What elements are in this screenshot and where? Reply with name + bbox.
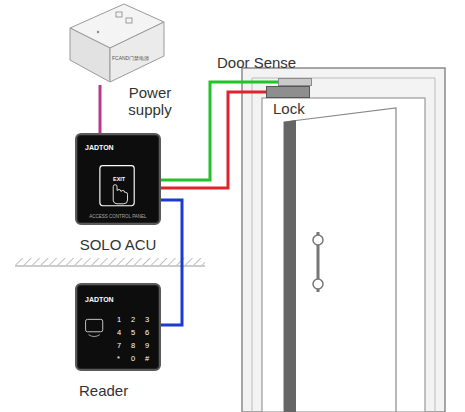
keypad-key: 8: [131, 342, 135, 351]
wire: [161, 92, 266, 188]
access-control-unit: JADTONEXITACCESS CONTROL PANELSOLO ACU: [75, 133, 161, 225]
button-label: EXIT: [113, 176, 125, 182]
door-handle-mount: [313, 235, 323, 245]
keypad-key: 9: [145, 342, 149, 351]
wire: [99, 85, 102, 133]
frame-line: [435, 78, 436, 412]
keypad-key: 1: [117, 316, 121, 325]
part-label: Lock: [273, 100, 305, 117]
card-reader: JADTON123456789*0#Reader: [75, 283, 161, 371]
part-label: SOLO ACU: [71, 236, 165, 253]
keypad-key: 3: [145, 316, 149, 325]
door-panel: [284, 108, 396, 412]
keypad-key: 7: [117, 342, 121, 351]
device-marking: FCAND门禁电源: [112, 56, 149, 62]
door-sensor: Door Sense: [278, 78, 312, 86]
brand-logo: JADTON: [85, 144, 114, 152]
keypad-key: 0: [131, 355, 135, 364]
door-lock: Lock: [266, 86, 310, 98]
keypad-key: 4: [117, 329, 121, 338]
keypad-key: #: [145, 355, 149, 364]
door-edge: [284, 120, 296, 412]
floor-divider-line: [15, 266, 205, 267]
keypad-key: 6: [145, 329, 149, 338]
door-handle-mount: [313, 279, 323, 289]
brand-logo: JADTON: [85, 296, 114, 304]
panel-marking: ACCESS CONTROL PANEL: [77, 214, 159, 219]
keypad-key: 5: [131, 329, 135, 338]
keypad-key: 2: [131, 316, 135, 325]
power-supply-box: FCAND门禁电源Power supply: [68, 2, 166, 85]
part-label: Power supply: [118, 84, 182, 119]
door-frame: [242, 68, 445, 412]
wire: [161, 82, 278, 180]
part-label: Door Sense: [217, 54, 296, 71]
floor-divider: [15, 258, 205, 265]
frame-line: [252, 78, 253, 412]
part-label: Reader: [79, 382, 128, 399]
device-drawing: [68, 2, 166, 85]
keypad-key: *: [117, 355, 120, 364]
door-opening: [262, 98, 425, 412]
wire: [161, 200, 182, 325]
